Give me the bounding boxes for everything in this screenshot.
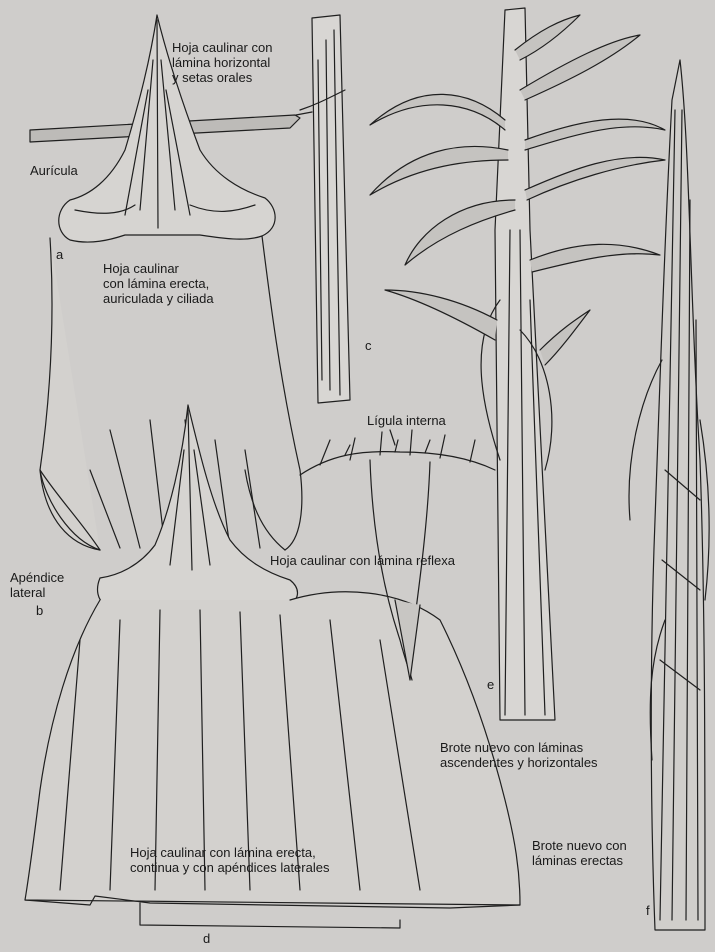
panel-c-culm [296, 15, 350, 403]
label-hoja-erecta-continua: Hoja caulinar con lámina erecta, continu… [130, 845, 329, 875]
label-hoja-reflexa: Hoja caulinar con lámina reflexa [270, 553, 455, 568]
letter-e: e [487, 677, 494, 692]
label-brote-ascendentes: Brote nuevo con láminas ascendentes y ho… [440, 740, 598, 770]
label-ligula-interna: Lígula interna [367, 413, 446, 428]
letter-a: a [56, 247, 63, 262]
label-apendice-lateral: Apéndice lateral [10, 570, 64, 600]
label-brote-erectas: Brote nuevo con láminas erectas [532, 838, 627, 868]
panel-f-shoot [629, 60, 709, 930]
label-hoja-horizontal: Hoja caulinar con lámina horizontal y se… [172, 40, 272, 85]
label-auricula: Aurícula [30, 163, 78, 178]
letter-f: f [646, 903, 650, 918]
letter-b: b [36, 603, 43, 618]
label-hoja-erecta-auriculada: Hoja caulinar con lámina erecta, auricul… [103, 261, 214, 306]
letter-c: c [365, 338, 372, 353]
letter-d: d [203, 931, 210, 946]
